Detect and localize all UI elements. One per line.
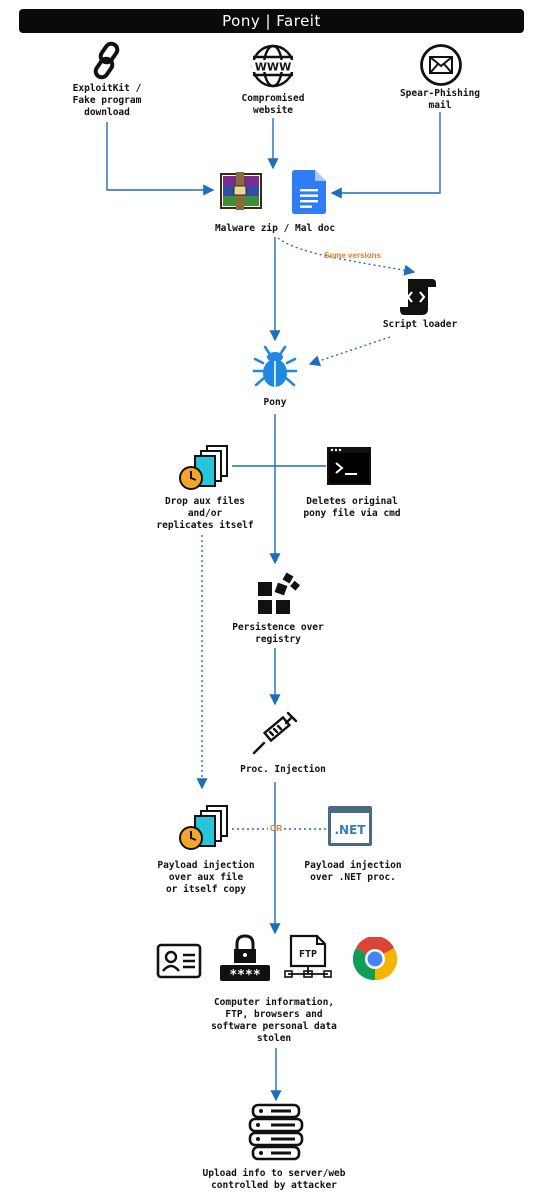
node-payload-net-label: Payload injection over .NET proc. [304, 860, 402, 883]
node-upload-label: Upload info to server/web controlled by … [202, 1168, 346, 1191]
node-stolen-label: Computer information, FTP, browsers and … [211, 997, 337, 1044]
server-rack-icon [248, 1103, 304, 1161]
arrow-malware-to-script [277, 237, 416, 276]
some-versions-note: Some versions [324, 251, 381, 260]
or-note: OR [270, 824, 282, 833]
svg-text:.NET: .NET [335, 823, 367, 837]
node-drop-aux-label: Drop aux files and/or replicates itself [156, 496, 254, 531]
copy-files-clock-icon [179, 445, 228, 490]
page-title: Pony | Fareit [19, 9, 524, 33]
arrow-exploitkit-to-malware [106, 122, 215, 196]
envelope-icon [420, 44, 462, 86]
registry-blocks-icon [258, 572, 300, 614]
winrar-archive-icon [220, 172, 262, 210]
node-script-loader-label: Script loader [382, 319, 458, 330]
copy-files-clock-icon [179, 805, 228, 850]
node-spear-phishing-label: Spear-Phishing mail [399, 88, 481, 111]
bug-icon [252, 345, 298, 387]
id-card-icon [156, 943, 202, 979]
google-doc-icon [292, 170, 326, 214]
svg-text:****: **** [229, 968, 260, 982]
node-proc-injection-label: Proc. Injection [240, 764, 326, 775]
chain-link-icon [93, 41, 120, 80]
node-persistence-label: Persistence over registry [232, 622, 324, 645]
script-scroll-icon [400, 279, 436, 315]
arrow-script-to-pony [308, 336, 391, 367]
svg-text:FTP: FTP [299, 949, 317, 960]
node-compromised-website-label: Compromised website [241, 93, 305, 116]
terminal-icon [327, 447, 371, 485]
arrow-phishing-to-malware [330, 112, 441, 199]
node-malware-doc-label: Malware zip / Mal doc [214, 223, 336, 234]
www-globe-icon: WWW [251, 44, 295, 88]
node-exploitkit-label: ExploitKit / Fake program download [72, 83, 142, 118]
chrome-icon [353, 937, 397, 981]
svg-text:WWW: WWW [255, 61, 291, 74]
padlock-password-icon: **** [220, 934, 270, 982]
node-deletes-label: Deletes original pony file via cmd [303, 496, 401, 519]
syringe-icon [252, 711, 298, 755]
ftp-network-icon: FTP [284, 934, 332, 978]
dotnet-window-icon: .NET [328, 806, 372, 846]
node-payload-aux-label: Payload injection over aux file or itsel… [157, 860, 255, 895]
node-pony-label: Pony [263, 397, 287, 408]
